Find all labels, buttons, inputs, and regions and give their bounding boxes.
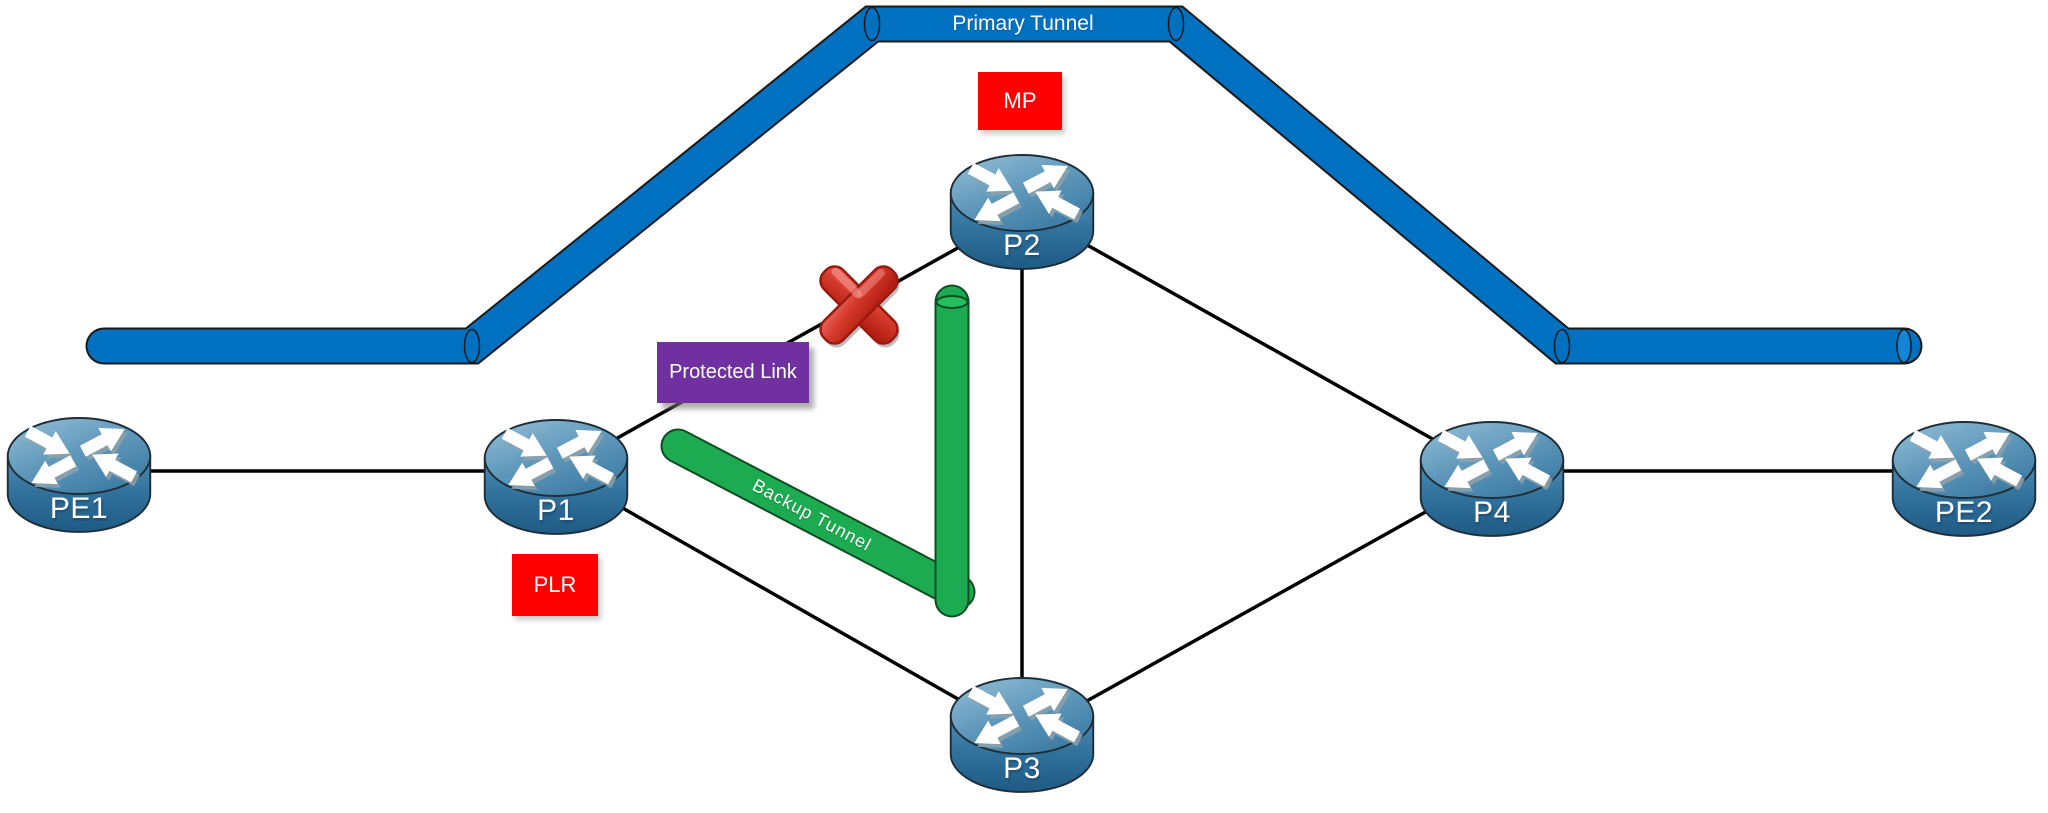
tube-end-cap: [935, 295, 969, 309]
router-p3-label: P3: [1003, 752, 1041, 785]
link-p1-p2: [611, 238, 973, 443]
router-p2-label: P2: [1003, 229, 1041, 262]
mp-badge: MP: [978, 72, 1062, 130]
router-p1-label: P1: [537, 494, 575, 527]
plr-badge-label: PLR: [533, 572, 577, 597]
router-pe1-label: PE1: [49, 492, 109, 525]
protected-link-badge-label: Protected Link: [669, 361, 797, 383]
router-pe2: PE2: [1888, 412, 2040, 546]
tube-seam: [1167, 6, 1185, 42]
router-p3: P3: [946, 668, 1098, 802]
link-p1-p3: [604, 496, 966, 705]
link-p2-p4: [1079, 239, 1439, 444]
router-p1: P1: [480, 410, 632, 544]
x-gloss-highlight: [857, 269, 885, 297]
link-p3-p4: [1084, 503, 1439, 704]
router-pe1: PE1: [3, 408, 155, 542]
protected-link-badge: Protected Link: [657, 342, 809, 403]
physical-links: [140, 238, 1905, 705]
backup-tunnel-tube: [660, 284, 976, 618]
tube-seam: [463, 328, 481, 364]
router-p4: P4: [1416, 412, 1568, 546]
mp-badge-label: MP: [1003, 88, 1037, 113]
primary-tunnel-tube: [85, 5, 1923, 365]
tube-seam: [1553, 328, 1571, 364]
plr-badge: PLR: [512, 554, 598, 616]
red-x-icon: [819, 265, 900, 348]
x-gloss-highlight: [831, 267, 863, 299]
router-p2: P2: [946, 145, 1098, 279]
primary-tunnel-label: Primary Tunnel: [952, 12, 1094, 35]
router-p4-label: P4: [1473, 496, 1511, 529]
router-pe2-label: PE2: [1934, 496, 1994, 529]
tube-seam: [863, 6, 881, 42]
tube-end-cap: [1896, 328, 1912, 364]
